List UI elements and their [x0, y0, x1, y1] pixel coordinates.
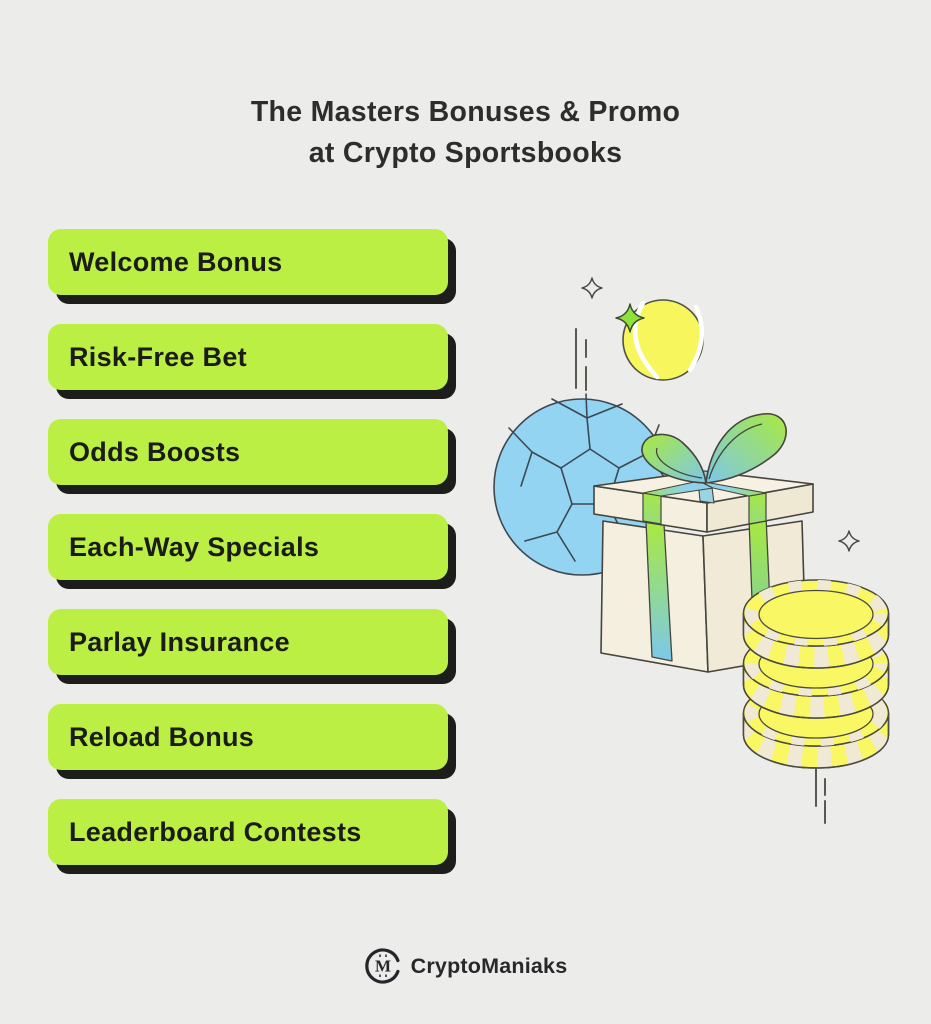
page-title-line2: at Crypto Sportsbooks — [308, 137, 623, 169]
gift-box-icon — [593, 413, 814, 673]
promo-list: Welcome Bonus Risk-Free Bet Odds Boosts … — [48, 229, 448, 865]
footer-logo: M CryptoManiaks — [0, 947, 931, 985]
promo-button-reload-bonus[interactable]: Reload Bonus — [48, 704, 448, 770]
promo-button-each-way-specials[interactable]: Each-Way Specials — [48, 514, 448, 580]
promo-button-parlay-insurance[interactable]: Parlay Insurance — [48, 609, 448, 675]
sparkle-icon — [581, 277, 860, 552]
cryptomaniaks-logo-icon: M — [364, 948, 400, 984]
page-title: The Masters Bonuses & Promo at Crypto Sp… — [0, 92, 931, 174]
coin-stack-icon — [742, 579, 890, 769]
promo-button-risk-free-bet[interactable]: Risk-Free Bet — [48, 324, 448, 390]
soccer-ball-icon — [493, 393, 671, 576]
logo-monogram: M — [375, 957, 391, 976]
promo-button-odds-boosts[interactable]: Odds Boosts — [48, 419, 448, 485]
brand-name: CryptoManiaks — [410, 953, 568, 978]
motion-lines — [575, 328, 587, 391]
page-title-line1: The Masters Bonuses & Promo — [250, 96, 681, 128]
tennis-ball-icon — [622, 299, 704, 381]
promo-button-leaderboard-contests[interactable]: Leaderboard Contests — [48, 799, 448, 865]
motion-lines — [815, 767, 826, 824]
promo-button-welcome-bonus[interactable]: Welcome Bonus — [48, 229, 448, 295]
